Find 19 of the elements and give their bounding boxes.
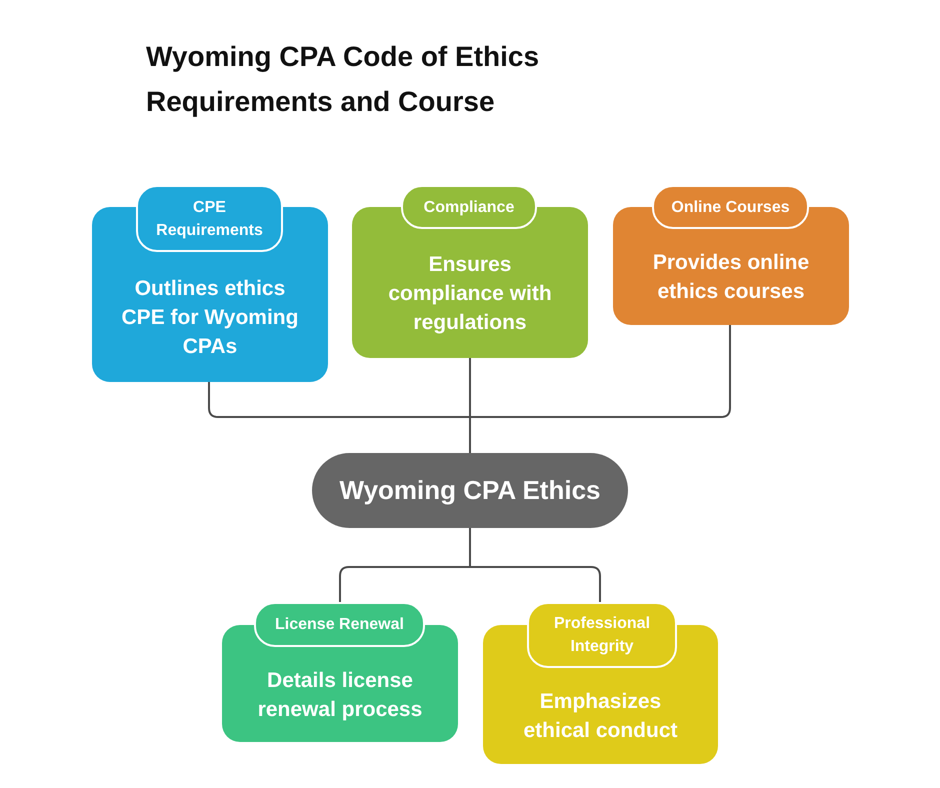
topic-card [222, 602, 458, 742]
connector-line [469, 325, 731, 453]
card-text: Emphasizes ethical conduct [522, 689, 679, 744]
card-text: Ensures compliance with regulations [387, 252, 553, 336]
card-text: Outlines ethics CPE for Wyoming CPAs [120, 276, 300, 360]
topic-card [483, 602, 718, 764]
connector-line [469, 528, 601, 602]
diagram-title: Wyoming CPA Code of Ethics Requirements and Course [146, 40, 540, 119]
card-heading: Professional Integrity [552, 614, 652, 657]
card-heading: License Renewal [274, 615, 405, 635]
card-text: Provides online ethics courses [652, 250, 810, 305]
card-text: Details license renewal process [256, 668, 424, 722]
card-heading: CPE Requirements [155, 198, 264, 240]
central-topic: Wyoming CPA Ethics [312, 453, 628, 528]
topic-card [92, 185, 328, 382]
topic-card [613, 185, 849, 325]
card-heading: Compliance [422, 198, 516, 218]
card-heading: Online Courses [670, 198, 791, 218]
topic-card [352, 185, 588, 358]
